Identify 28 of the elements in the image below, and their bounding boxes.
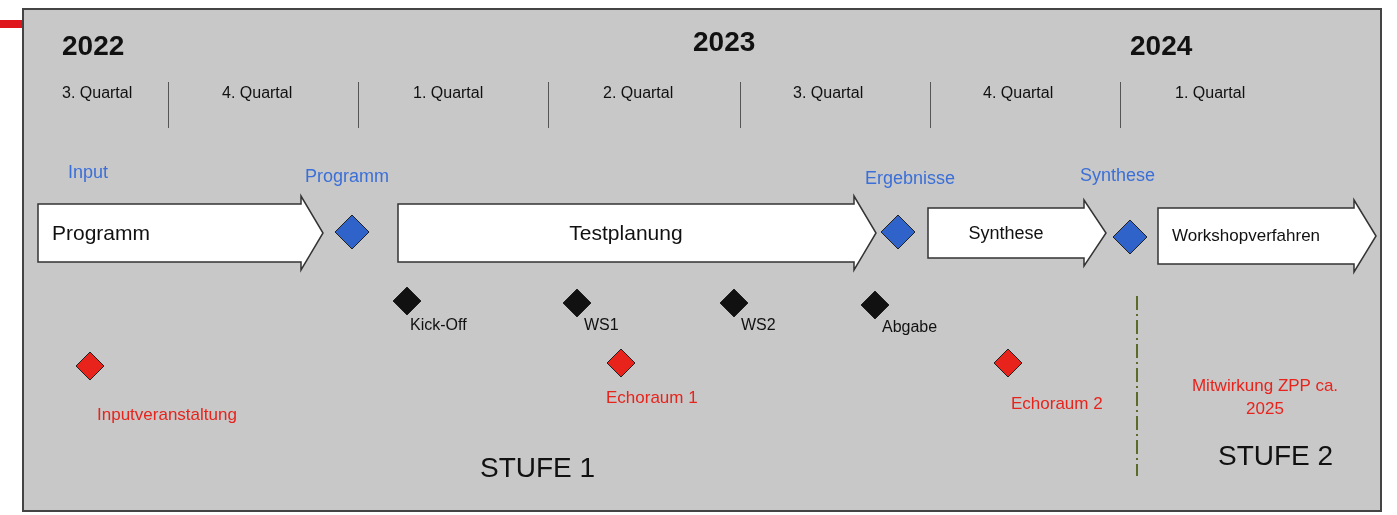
milestone-label: Abgabe bbox=[882, 318, 938, 336]
phase-caption: Programm bbox=[305, 166, 389, 187]
quarter-label: 4. Quartal bbox=[222, 84, 293, 102]
phase-label: Testplanung bbox=[568, 221, 684, 245]
phase-label: Synthese bbox=[967, 222, 1045, 244]
quarter-label: 4. Quartal bbox=[983, 84, 1054, 102]
milestone-label: Kick-Off bbox=[410, 316, 467, 334]
phase-label: Workshopverfahren bbox=[1172, 226, 1321, 246]
quarter-label: 3. Quartal bbox=[62, 84, 133, 102]
milestone-label: WS2 bbox=[741, 316, 776, 334]
milestone-label: WS1 bbox=[584, 316, 619, 334]
stage-label: STUFE 2 bbox=[1218, 440, 1334, 472]
phase-label: Programm bbox=[52, 221, 151, 245]
milestone-label: Echoraum 1 bbox=[606, 388, 698, 408]
quarter-label: 1. Quartal bbox=[1175, 84, 1246, 102]
phase-caption: Synthese bbox=[1080, 165, 1156, 186]
phase-caption: Ergebnisse bbox=[865, 168, 956, 189]
year-label: 2023 bbox=[693, 26, 756, 58]
milestone-label: Inputveranstaltung bbox=[97, 405, 237, 425]
note-text: Mitwirkung ZPP ca. 2025 bbox=[1190, 375, 1340, 420]
quarter-label: 3. Quartal bbox=[793, 84, 864, 102]
year-label: 2022 bbox=[62, 30, 125, 62]
milestone-label: Echoraum 2 bbox=[1011, 394, 1103, 414]
quarter-label: 2. Quartal bbox=[603, 84, 674, 102]
year-label: 2024 bbox=[1130, 30, 1193, 62]
stage-label: STUFE 1 bbox=[480, 452, 596, 484]
quarter-label: 1. Quartal bbox=[413, 84, 484, 102]
phase-caption: Input bbox=[68, 162, 109, 183]
